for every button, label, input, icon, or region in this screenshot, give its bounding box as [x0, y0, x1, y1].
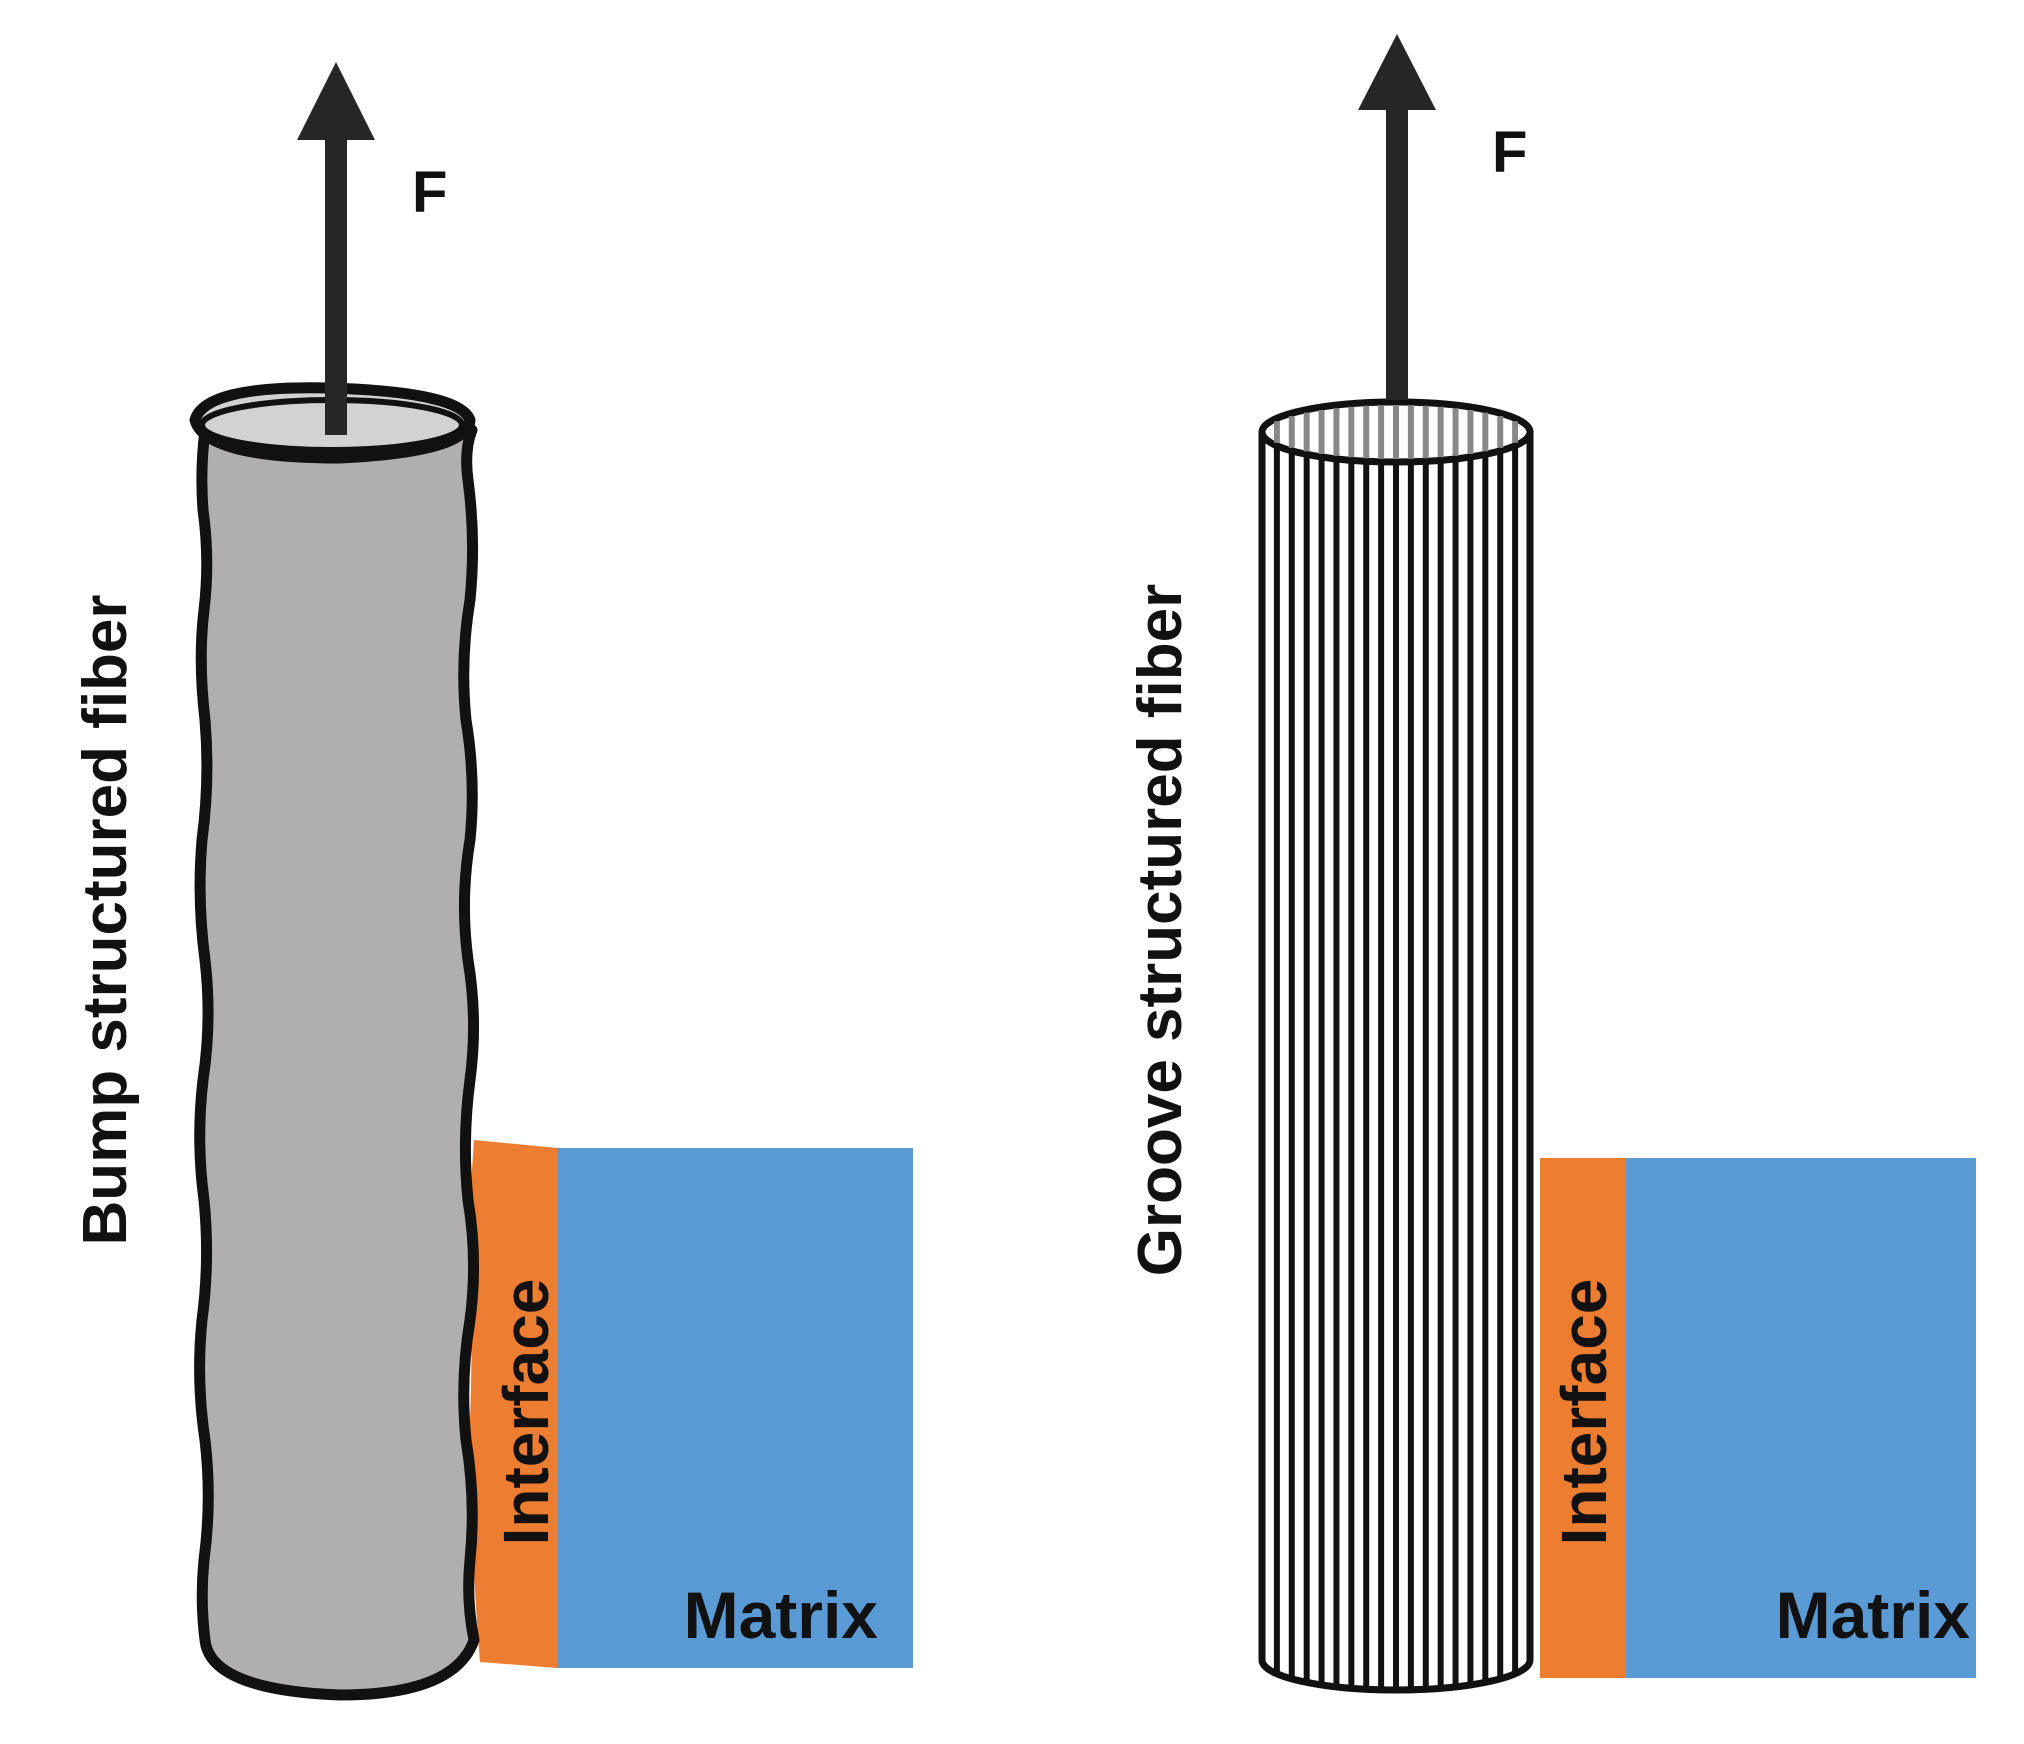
right-fiber-top-grooves: [1273, 405, 1519, 459]
left-matrix-region: [557, 1148, 913, 1668]
right-fiber-groove-lines: [1273, 445, 1519, 1690]
right-interface-region: [1540, 1158, 1626, 1678]
right-force-label: F: [1492, 120, 1527, 185]
left-interface-label: Interface: [490, 1279, 562, 1546]
right-force-arrowhead: [1358, 34, 1436, 110]
right-interface-label: Interface: [1548, 1279, 1620, 1546]
left-bump-fiber-body: [194, 424, 480, 1701]
left-interface-region: [468, 1140, 557, 1668]
left-force-arrowhead: [297, 62, 375, 140]
right-matrix-label: Matrix: [1776, 1578, 1971, 1652]
right-groove-fiber: [1258, 398, 1534, 1694]
left-force-label: F: [412, 160, 447, 225]
right-force-arrow-shaft: [1386, 105, 1408, 400]
left-panel: F Bump structured fiber Interface Matrix: [71, 62, 913, 1701]
right-groove-fiber-outline: [1258, 432, 1534, 1694]
right-fiber-top-face: [1258, 398, 1534, 466]
left-force-arrow-shaft: [325, 130, 347, 435]
right-matrix-region: [1626, 1158, 1976, 1678]
right-panel: F Groove structured fiber Interface Matr…: [1126, 34, 1976, 1694]
left-fiber-label: Bump structured fiber: [71, 594, 140, 1245]
right-fiber-label: Groove structured fiber: [1126, 584, 1195, 1276]
left-matrix-label: Matrix: [684, 1578, 879, 1652]
